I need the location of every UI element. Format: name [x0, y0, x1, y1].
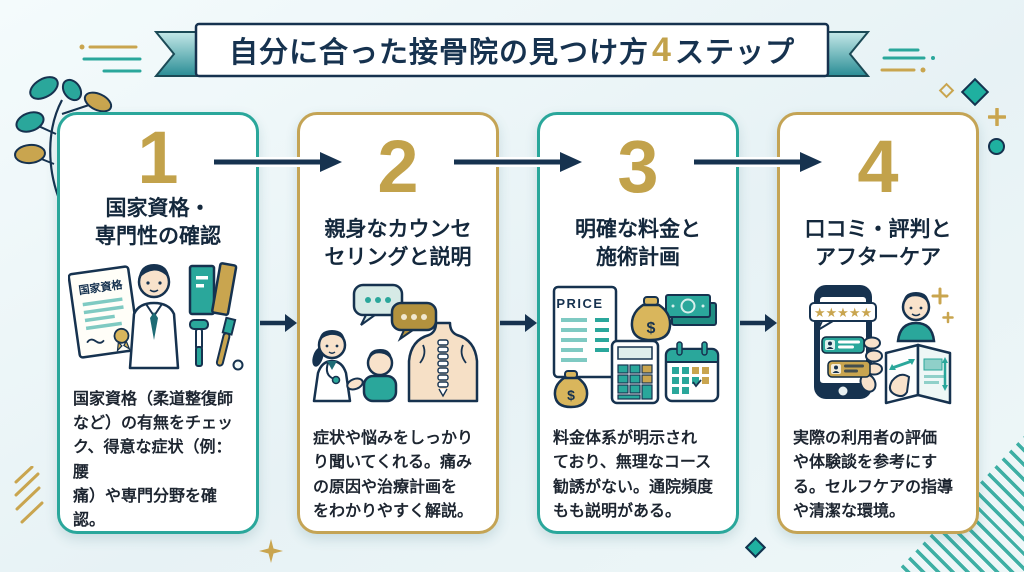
svg-text:$: $ [567, 387, 575, 403]
books-icon [188, 261, 238, 316]
sparkle-small-icon [942, 311, 954, 324]
spine-figure-icon [407, 321, 479, 403]
step-number: 4 [857, 125, 899, 208]
patient-icon [362, 349, 398, 403]
step-description: 国家資格（柔道整復師 など）の有無をチェッ ク、得意な症状（例：腰 痛）や専門分… [73, 390, 234, 530]
step1-illustration: 国家資格 [60, 252, 256, 378]
step-description: 実際の利用者の評価 や体験談を参考にす る。セルフケアの指導 や清潔な環境。 [793, 430, 954, 520]
arrow-step2-to-step3 [454, 150, 584, 174]
speech-bubbles-icon [352, 283, 438, 342]
page-title-text: 自分に合った接骨院の見つけ方 [229, 37, 650, 69]
reading-hand-icon [888, 373, 911, 398]
step-card-2: 2 親身なカウンセ セリングと説明 [297, 112, 499, 534]
step-heading: 明確な料金と 施術計画 [575, 217, 701, 269]
page-title: 自分に合った接骨院の見つけ方 4 ステップ [200, 24, 824, 76]
step-description: 症状や悩みをしっかり り聞いてくれる。痛み の原因や治療計画を をわかりやすく解… [313, 430, 474, 520]
calculator-icon [610, 339, 660, 405]
therapy-tools-icon [189, 316, 244, 371]
arrow-mid-1-2 [260, 314, 297, 332]
step-heading: 口コミ・評判と アフターケア [804, 217, 952, 269]
certificate-icon: 国家資格 [68, 265, 141, 359]
step-number: 3 [617, 125, 659, 208]
step3-illustration: PRICE $ [540, 275, 736, 417]
booklet-icon [884, 343, 952, 405]
leaf-branch-decoration [14, 76, 113, 197]
speed-lines-right [880, 48, 935, 73]
page-title-suffix: ステップ [674, 37, 795, 69]
sparkle-decoration [259, 539, 283, 563]
step-card-3: 3 明確な料金と 施術計画 PRICE [537, 112, 739, 534]
calendar-icon [664, 341, 720, 403]
gold-diamond-decoration [938, 82, 955, 99]
page-title-step-count: 4 [652, 30, 672, 69]
step-number: 1 [137, 116, 179, 199]
ribbon-shape [153, 22, 871, 78]
step-heading: 親身なカウンセ セリングと説明 [324, 217, 472, 269]
happy-person-icon [896, 287, 954, 343]
svg-text:PRICE: PRICE [556, 296, 603, 311]
sparkle-icon [931, 287, 949, 305]
plus-decoration [988, 108, 1006, 126]
teal-diamond-decoration [960, 77, 990, 107]
step-heading: 国家資格・ 専門性の確認 [95, 197, 221, 249]
teal-diamond-bottom-decoration [744, 536, 767, 559]
arrow-step3-to-step4 [694, 150, 824, 174]
step4-illustration: ★★★★★ [780, 275, 976, 417]
step-number: 2 [377, 125, 419, 208]
arrow-mid-3-4 [740, 314, 777, 332]
money-bag-icon: $ [630, 296, 672, 342]
arrow-step1-to-step2 [214, 150, 344, 174]
step-description: 料金体系が明示され ており、無理なコース 勧誘がない。通院頻度 もも説明がある。 [553, 430, 714, 520]
step2-illustration [300, 275, 496, 417]
svg-text:$: $ [647, 320, 656, 337]
banknotes-icon [665, 294, 717, 326]
price-list-icon: PRICE [552, 285, 618, 379]
teal-dot-decoration [988, 138, 1005, 155]
doctor-icon [312, 330, 364, 403]
star-rating-bubble: ★★★★★ [809, 302, 877, 333]
star-rating: ★★★★★ [814, 305, 872, 320]
step-card-1: 1 国家資格・ 専門性の確認 国家資格 [57, 112, 259, 534]
money-bag-small-icon: $ [553, 370, 589, 409]
arrow-mid-2-3 [500, 314, 537, 332]
speed-lines-left [79, 44, 142, 73]
title-ribbon: 自分に合った接骨院の見つけ方 4 ステップ [150, 22, 874, 82]
doctor-icon [128, 263, 180, 369]
review-bubbles-icon [821, 336, 871, 378]
hatch-lines-decoration [14, 466, 44, 524]
step-card-4: 4 口コミ・評判と アフターケア ★★★★★ [777, 112, 979, 534]
